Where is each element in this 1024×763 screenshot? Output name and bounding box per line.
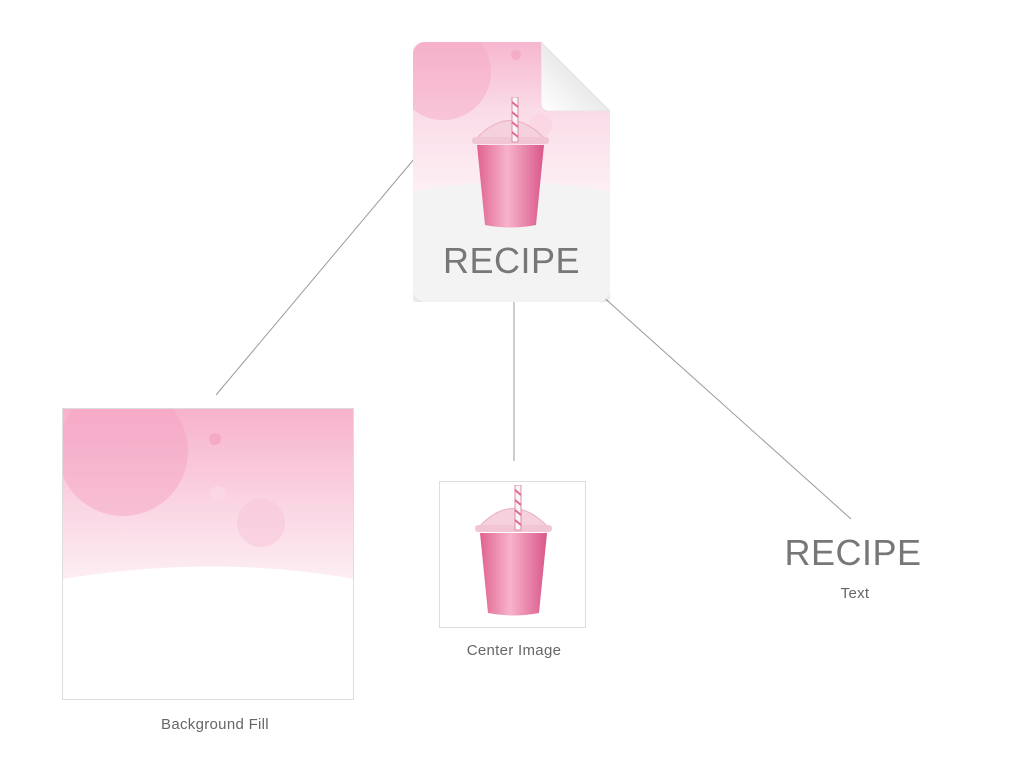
smoothie-cup-icon xyxy=(472,97,549,228)
background-fill-preview xyxy=(62,408,354,700)
connector-text xyxy=(580,276,852,520)
document-label: RECIPE xyxy=(442,240,581,281)
center-image-preview xyxy=(439,481,586,628)
text-layer-preview: RECIPE xyxy=(784,532,922,573)
caption-center-image: Center Image xyxy=(466,642,562,659)
caption-text: Text xyxy=(840,585,870,602)
background-fill-art xyxy=(63,409,353,579)
connector-background xyxy=(215,145,426,396)
smoothie-cup-icon xyxy=(475,485,552,616)
caption-background-fill: Background Fill xyxy=(161,716,269,733)
page-fold-corner xyxy=(541,42,610,111)
